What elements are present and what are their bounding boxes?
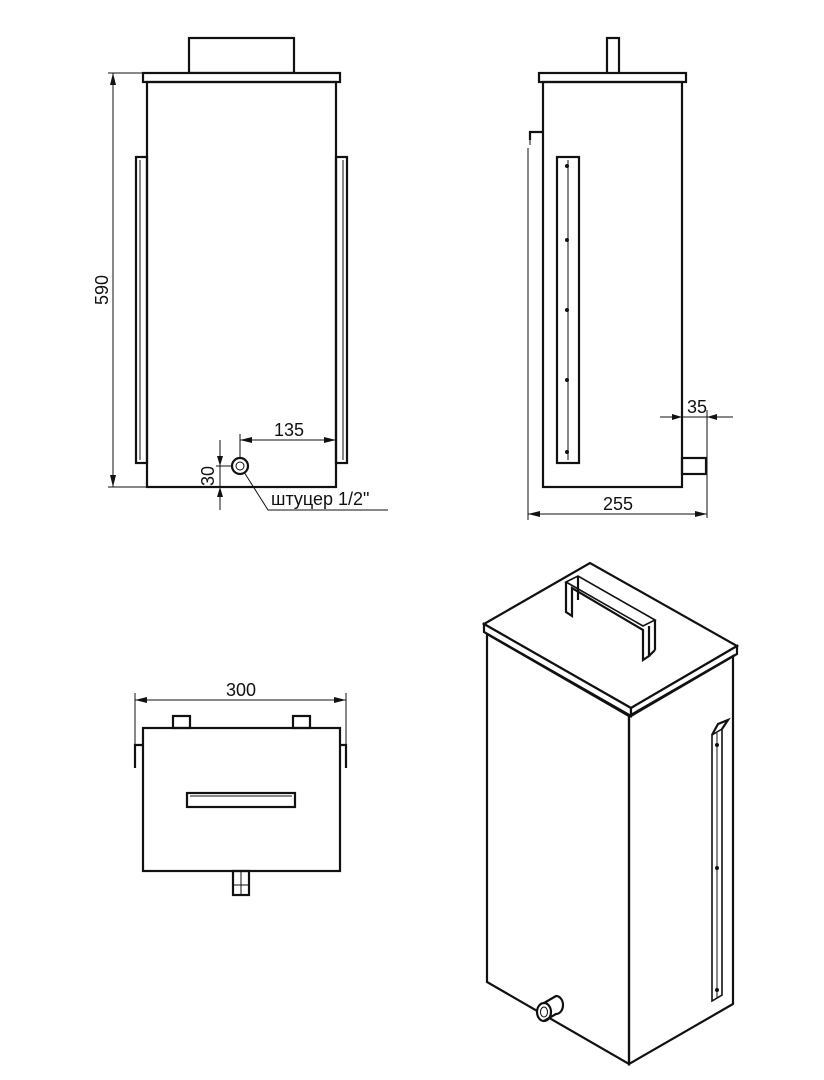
side-body [541,80,684,489]
side-top-pipe [605,36,621,76]
side-fitting [680,456,708,476]
front-right-rail [334,155,349,465]
dim-255-label: 255 [603,494,633,514]
side-rail [555,155,581,465]
dim-300-label: 300 [226,680,256,700]
front-handle-top [187,36,296,75]
front-view: 590 135 30 штуцер 1/2" [92,36,388,511]
dim-590-label: 590 [92,275,112,305]
side-view: 35 255 [527,36,733,520]
isometric-view [481,561,740,1066]
dim-30-label: 30 [198,466,218,486]
fitting-label: штуцер 1/2" [271,489,369,509]
top-body [141,726,342,873]
front-lid [141,71,342,84]
iso-body-right [627,654,735,1066]
dim-135-label: 135 [274,420,304,440]
fitting-circle [230,456,250,476]
front-left-rail [134,155,149,465]
side-lid [537,71,688,84]
front-body [145,80,338,489]
top-handle [185,791,297,809]
top-view: 300 [133,680,348,897]
iso-lid-top [481,561,740,710]
dim-35-label: 35 [687,397,707,417]
